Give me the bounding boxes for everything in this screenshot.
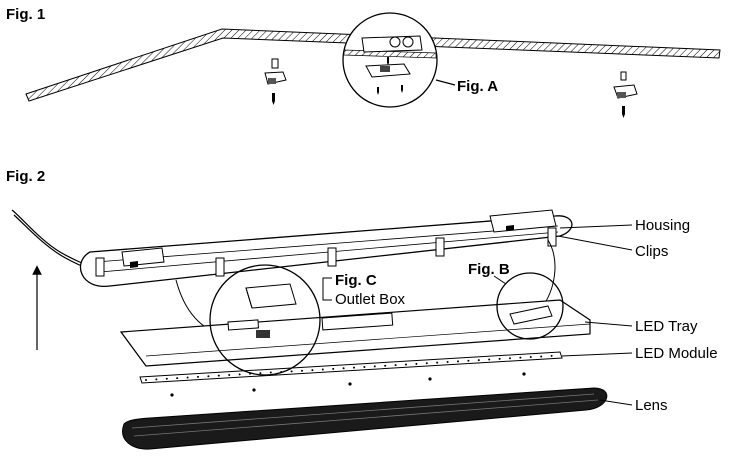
led-dot <box>498 357 501 360</box>
led-dot <box>311 369 314 372</box>
fig-b-callout: Fig. B <box>468 261 510 278</box>
outlet-box-label: Outlet Box <box>335 291 406 308</box>
led-dot <box>363 365 366 368</box>
led-dot <box>550 354 553 357</box>
screw <box>428 377 432 381</box>
led-dot <box>467 359 470 362</box>
led-dot <box>249 372 251 375</box>
led-dot <box>425 362 428 365</box>
clips <box>95 227 557 277</box>
led-dot <box>280 370 283 373</box>
led-dot <box>290 370 293 373</box>
led-dot <box>457 360 459 363</box>
led-module <box>139 351 563 384</box>
led-dot <box>529 356 532 359</box>
mounting-bracket-right <box>613 71 638 118</box>
label-clips: Clips <box>635 243 668 260</box>
leader-fig-a <box>435 79 456 86</box>
power-cord <box>11 209 89 267</box>
led-dot <box>207 375 210 378</box>
housing <box>79 209 573 287</box>
led-dot <box>217 374 220 377</box>
leader-fig-b <box>493 275 507 285</box>
label-lens: Lens <box>635 397 668 414</box>
led-dot <box>415 362 418 365</box>
led-dot <box>186 376 189 379</box>
led-dots <box>145 354 553 381</box>
detail-circle-b <box>496 272 564 340</box>
led-dot <box>488 358 491 361</box>
detail-circle-a <box>342 12 438 108</box>
led-dot <box>477 359 480 362</box>
led-dot <box>259 372 262 375</box>
led-dot <box>269 371 272 374</box>
fig-a-callout: Fig. A <box>457 78 498 95</box>
screw <box>170 393 174 397</box>
led-dot <box>321 368 324 371</box>
led-dot <box>301 369 303 372</box>
led-dot <box>155 378 158 381</box>
screw <box>348 382 352 386</box>
led-dot <box>384 364 387 367</box>
label-led-module: LED Module <box>635 345 718 362</box>
led-dot <box>446 361 449 364</box>
screw <box>522 372 526 376</box>
ceiling <box>25 28 721 102</box>
led-dot <box>405 363 407 366</box>
label-housing: Housing <box>635 217 690 234</box>
led-dot <box>353 366 355 369</box>
led-tray <box>119 299 591 367</box>
fig1-title: Fig. 1 <box>6 6 45 23</box>
led-dot <box>519 356 522 359</box>
led-dot <box>373 365 376 368</box>
led-dot <box>228 374 231 377</box>
led-dot <box>197 375 199 378</box>
led-dot <box>145 379 147 381</box>
fig2-title: Fig. 2 <box>6 168 45 185</box>
led-dot <box>238 373 241 376</box>
lens <box>122 387 608 450</box>
bracket-c <box>322 277 332 301</box>
mounting-bracket-left <box>264 58 287 105</box>
led-dot <box>509 357 511 360</box>
label-led-tray: LED Tray <box>635 318 698 335</box>
part-leaders <box>557 224 633 406</box>
led-dot <box>176 377 179 380</box>
fig-c-callout: Fig. C <box>335 272 377 289</box>
screw <box>252 388 256 392</box>
led-dot <box>332 367 335 370</box>
led-dot <box>342 367 345 370</box>
module-screws <box>170 372 526 397</box>
detail-circle-c <box>209 264 321 376</box>
led-dot <box>436 361 439 364</box>
led-dot <box>394 364 397 367</box>
led-dot <box>540 355 543 358</box>
led-dot <box>165 377 168 380</box>
